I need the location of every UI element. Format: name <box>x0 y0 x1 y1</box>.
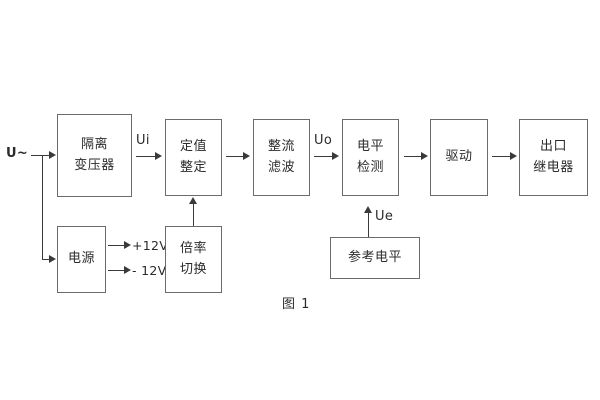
block-isolation-transformer[interactable]: 隔离 变压器 <box>57 114 132 197</box>
block-multiplier-switch[interactable]: 倍率 切换 <box>165 226 222 293</box>
block-reference-level[interactable]: 参考电平 <box>330 237 420 279</box>
level-to-drive-arrowhead <box>421 151 428 160</box>
drive-to-relay-line <box>492 156 511 157</box>
input-to-transformer-arrowhead <box>49 150 56 159</box>
block-rectify-filter-line2: 滤波 <box>267 159 295 175</box>
setting-to-rectify-line <box>226 156 245 157</box>
level-to-drive-line <box>404 156 423 157</box>
block-output-relay[interactable]: 出口 继电器 <box>519 119 588 196</box>
block-drive-line1: 驱动 <box>445 149 473 165</box>
rail-positive-arrowhead <box>124 240 131 249</box>
block-level-detection[interactable]: 电平 检测 <box>342 119 399 196</box>
rail-negative-arrowhead <box>124 265 131 274</box>
transformer-to-setting-line <box>136 156 157 157</box>
input-to-power-arrowhead <box>49 254 56 263</box>
input-branch-vertical-line <box>42 155 43 260</box>
input-to-transformer-line <box>42 155 51 156</box>
block-power-supply-line1: 电源 <box>67 251 95 267</box>
transformer-to-setting-arrowhead <box>155 151 162 160</box>
block-multiplier-switch-line1: 倍率 <box>179 241 207 257</box>
setting-to-rectify-arrowhead <box>243 151 250 160</box>
input-source-label: U~ <box>6 146 29 161</box>
reference-to-level-arrowhead <box>363 206 372 213</box>
rectify-to-level-arrowhead <box>332 151 339 160</box>
block-rectify-filter[interactable]: 整流 滤波 <box>253 119 310 196</box>
block-power-supply[interactable]: 电源 <box>57 226 106 293</box>
input-stub-line <box>31 155 43 156</box>
rail-positive-label: +12V <box>132 238 169 253</box>
rectify-to-level-line <box>314 156 334 157</box>
block-setting-value-line2: 整定 <box>179 159 207 175</box>
block-level-detection-line2: 检测 <box>356 159 384 175</box>
block-isolation-transformer-line1: 隔离 <box>80 137 108 153</box>
signal-ui-label: Ui <box>136 133 150 148</box>
block-multiplier-switch-line2: 切换 <box>179 261 207 277</box>
block-output-relay-line1: 出口 <box>539 139 567 155</box>
block-reference-level-line1: 参考电平 <box>347 249 402 265</box>
block-rectify-filter-line1: 整流 <box>267 139 295 155</box>
rail-positive-line <box>108 245 126 246</box>
signal-ue-label: Ue <box>375 209 394 224</box>
rail-negative-line <box>108 270 126 271</box>
signal-uo-label: Uo <box>314 133 333 148</box>
block-setting-value-line1: 定值 <box>179 139 207 155</box>
drive-to-relay-arrowhead <box>510 151 517 160</box>
multiplier-to-setting-arrowhead <box>188 197 197 204</box>
multiplier-to-setting-line <box>193 203 194 226</box>
rail-negative-label: - 12V <box>132 263 167 278</box>
block-output-relay-line2: 继电器 <box>533 159 574 175</box>
block-drive[interactable]: 驱动 <box>430 119 488 196</box>
block-level-detection-line1: 电平 <box>356 139 384 155</box>
block-setting-value[interactable]: 定值 整定 <box>165 119 222 196</box>
block-isolation-transformer-line2: 变压器 <box>74 157 115 173</box>
reference-to-level-line <box>368 212 369 237</box>
figure-caption: 图 1 <box>282 297 311 312</box>
input-to-power-line <box>42 259 51 260</box>
